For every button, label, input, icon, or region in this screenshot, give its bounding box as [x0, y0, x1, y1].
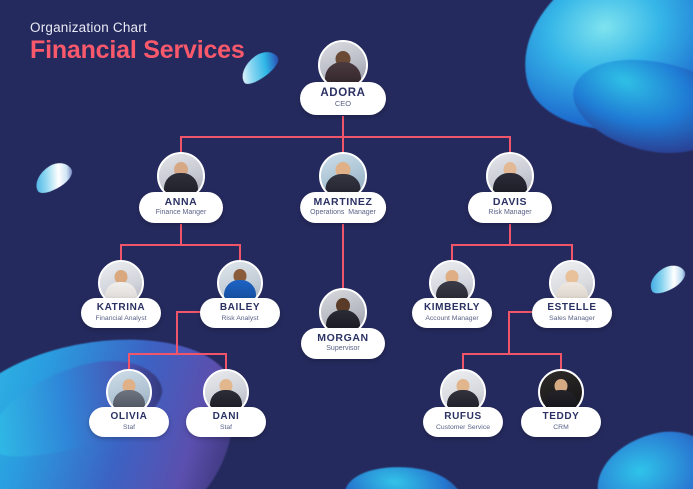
- decorative-blob-top-right-tail: [561, 35, 693, 173]
- node-role-bailey: Risk Analyst: [221, 314, 259, 322]
- node-name-katrina: KATRINA: [96, 302, 146, 313]
- connector-anna-bus: [120, 244, 241, 246]
- connector-katrina-up: [120, 244, 122, 260]
- node-name-rufus: RUFUS: [444, 411, 482, 422]
- node-role-katrina: Financial Analyst: [95, 314, 147, 322]
- card-rufus[interactable]: RUFUS Customer Service: [423, 407, 503, 438]
- chart-subtitle: Organization Chart: [30, 20, 147, 35]
- node-name-teddy: TEDDY: [542, 411, 580, 422]
- card-dani[interactable]: DANI Staf: [186, 407, 266, 438]
- card-martinez[interactable]: MARTINEZ Operations Manager: [300, 192, 386, 224]
- node-role-rufus: Customer Service: [435, 423, 490, 431]
- node-name-adora: ADORA: [320, 87, 366, 99]
- decorative-blob-bottom-right: [588, 420, 693, 489]
- connector-staff-down: [176, 311, 178, 353]
- node-role-davis: Risk Manager: [488, 209, 532, 217]
- connector-anna-down: [180, 224, 182, 245]
- node-name-olivia: OLIVIA: [110, 411, 148, 422]
- card-anna[interactable]: ANNA Finance Manger: [139, 192, 223, 224]
- connector-olivia-up: [128, 353, 130, 369]
- connector-dani-up: [225, 353, 227, 369]
- connector-support-bus: [462, 353, 560, 355]
- node-name-bailey: BAILEY: [219, 302, 261, 313]
- decorative-blob-bottom-center: [341, 457, 469, 489]
- connector-kimberly-up: [451, 244, 453, 260]
- connector-davis-down: [509, 224, 511, 245]
- node-name-anna: ANNA: [164, 196, 198, 208]
- card-kimberly[interactable]: KIMBERLY Account Manager: [412, 298, 492, 329]
- avatar-katrina: [98, 260, 144, 306]
- card-olivia[interactable]: OLIVIA Staf: [89, 407, 169, 438]
- card-adora[interactable]: ADORA CEO: [300, 82, 386, 115]
- node-role-anna: Finance Manger: [155, 209, 207, 217]
- node-role-martinez: Operations Manager: [310, 209, 376, 217]
- connector-martinez-morgan: [342, 224, 344, 288]
- connector-teddy-up: [560, 353, 562, 369]
- connector-davis-up: [509, 136, 511, 152]
- node-name-davis: DAVIS: [492, 196, 528, 208]
- node-role-olivia: Staf: [122, 423, 136, 431]
- avatar-anna: [157, 152, 205, 200]
- node-role-kimberly: Account Manager: [425, 314, 479, 322]
- connector-anna-up: [180, 136, 182, 152]
- connector-support-down: [508, 311, 510, 353]
- connector-davis-bus: [451, 244, 572, 246]
- decorative-blob-left-small: [29, 157, 77, 198]
- node-name-dani: DANI: [212, 411, 240, 422]
- decorative-blob-top-right: [504, 0, 693, 153]
- node-name-estelle: ESTELLE: [547, 302, 597, 313]
- connector-adora-down: [342, 116, 344, 137]
- connector-level1-bus: [180, 136, 510, 138]
- connector-estelle-up: [571, 244, 573, 260]
- card-bailey[interactable]: BAILEY Risk Analyst: [200, 298, 280, 329]
- card-teddy[interactable]: TEDDY CRM: [521, 407, 601, 438]
- node-role-morgan: Supervisor: [326, 345, 360, 353]
- connector-rufus-up: [462, 353, 464, 369]
- decorative-blob-right-small: [645, 259, 689, 299]
- connector-bailey-up: [239, 244, 241, 260]
- card-katrina[interactable]: KATRINA Financial Analyst: [81, 298, 161, 329]
- node-name-morgan: MORGAN: [317, 332, 369, 344]
- chart-header: Organization Chart Financial Services: [30, 20, 245, 65]
- node-role-teddy: CRM: [553, 423, 569, 431]
- node-role-estelle: Sales Manager: [549, 314, 595, 322]
- card-morgan[interactable]: MORGAN Supervisor: [301, 328, 385, 360]
- connector-martinez-up: [342, 136, 344, 152]
- node-role-adora: CEO: [334, 99, 352, 109]
- node-name-martinez: MARTINEZ: [313, 196, 373, 208]
- chart-title: Financial Services: [30, 36, 245, 64]
- card-davis[interactable]: DAVIS Risk Manager: [468, 192, 552, 224]
- node-name-kimberly: KIMBERLY: [423, 302, 481, 313]
- card-estelle[interactable]: ESTELLE Sales Manager: [532, 298, 612, 329]
- connector-staff-bus: [128, 353, 226, 355]
- node-role-dani: Staf: [219, 423, 233, 431]
